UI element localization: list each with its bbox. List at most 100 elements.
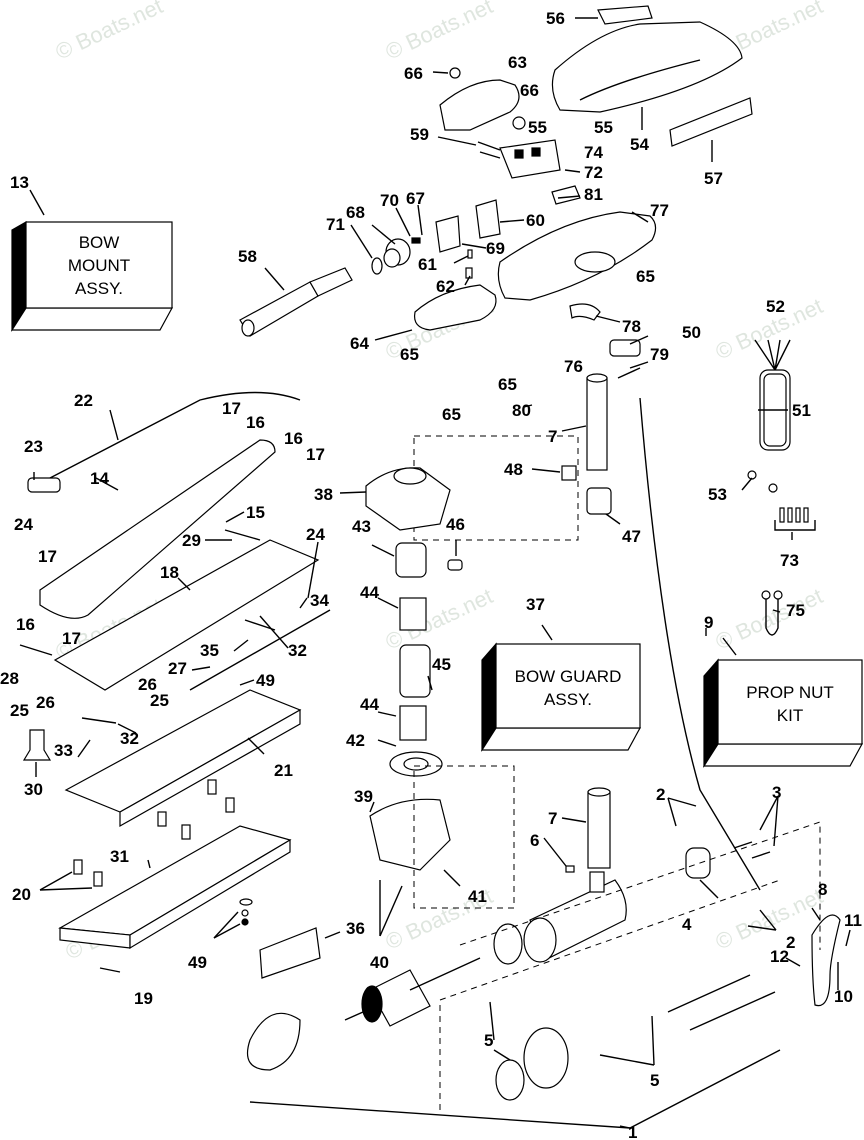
callout-label[interactable]: 57	[704, 169, 723, 188]
callout-label[interactable]: 65	[498, 375, 517, 394]
callout-label[interactable]: 22	[74, 391, 93, 410]
callout-label[interactable]: 7	[548, 427, 557, 446]
callout-label[interactable]: 32	[288, 641, 307, 660]
callout-label[interactable]: 42	[346, 731, 365, 750]
callout-label[interactable]: 72	[584, 163, 603, 182]
callout-label[interactable]: 68	[346, 203, 365, 222]
callout-label[interactable]: 44	[360, 695, 379, 714]
callout-label[interactable]: 26	[138, 675, 157, 694]
callout-label[interactable]: 16	[284, 429, 303, 448]
callout-label[interactable]: 34	[310, 591, 329, 610]
callout-label[interactable]: 60	[526, 211, 545, 230]
bow-mount-assy-box[interactable]: BOW MOUNT ASSY.	[10, 220, 174, 333]
callout-label[interactable]: 73	[780, 551, 799, 570]
callout-label[interactable]: 55	[594, 118, 613, 137]
callout-label[interactable]: 58	[238, 247, 257, 266]
callout-label[interactable]: 65	[442, 405, 461, 424]
callout-label[interactable]: 76	[564, 357, 583, 376]
callout-label[interactable]: 49	[188, 953, 207, 972]
callout-label[interactable]: 5	[484, 1031, 493, 1050]
callout-label[interactable]: 16	[246, 413, 265, 432]
callout-label[interactable]: 49	[256, 671, 275, 690]
callout-label[interactable]: 26	[36, 693, 55, 712]
callout-label[interactable]: 8	[818, 880, 827, 899]
callout-label[interactable]: 32	[120, 729, 139, 748]
callout-label[interactable]: 28	[0, 669, 19, 688]
callout-label[interactable]: 53	[708, 485, 727, 504]
callout-label[interactable]: 38	[314, 485, 333, 504]
callout-label[interactable]: 63	[508, 53, 527, 72]
callout-label[interactable]: 70	[380, 191, 399, 210]
callout-label[interactable]: 7	[548, 809, 557, 828]
callout-label[interactable]: 30	[24, 780, 43, 799]
callout-label[interactable]: 54	[630, 135, 649, 154]
callout-label[interactable]: 81	[584, 185, 603, 204]
bow-guard-assy-box[interactable]: BOW GUARD ASSY.	[480, 642, 642, 753]
callout-label[interactable]: 21	[274, 761, 293, 780]
callout-label[interactable]: 77	[650, 201, 669, 220]
callout-label[interactable]: 3	[772, 783, 781, 802]
callout-label[interactable]: 55	[528, 118, 547, 137]
callout-label[interactable]: 24	[14, 515, 33, 534]
callout-label[interactable]: 74	[584, 143, 603, 162]
callout-label[interactable]: 11	[844, 911, 862, 930]
callout-label[interactable]: 44	[360, 583, 379, 602]
callout-label[interactable]: 43	[352, 517, 371, 536]
callout-label[interactable]: 40	[370, 953, 389, 972]
callout-label[interactable]: 24	[306, 525, 325, 544]
callout-label[interactable]: 17	[38, 547, 57, 566]
callout-label[interactable]: 29	[182, 531, 201, 550]
callout-label[interactable]: 20	[12, 885, 31, 904]
callout-label[interactable]: 15	[246, 503, 265, 522]
callout-label[interactable]: 50	[682, 323, 701, 342]
callout-label[interactable]: 66	[520, 81, 539, 100]
callout-label[interactable]: 39	[354, 787, 373, 806]
callout-label[interactable]: 9	[704, 613, 713, 632]
callout-label[interactable]: 56	[546, 9, 565, 28]
callout-label[interactable]: 1	[628, 1123, 637, 1140]
callout-label[interactable]: 69	[486, 239, 505, 258]
callout-label[interactable]: 18	[160, 563, 179, 582]
callout-label[interactable]: 41	[468, 887, 487, 906]
callout-label[interactable]: 64	[350, 334, 369, 353]
callout-label[interactable]: 67	[406, 189, 425, 208]
callout-label[interactable]: 71	[326, 215, 345, 234]
callout-label[interactable]: 52	[766, 297, 785, 316]
callout-label[interactable]: 4	[682, 915, 692, 934]
prop-nut-kit-box[interactable]: PROP NUT KIT	[702, 658, 864, 769]
callout-label[interactable]: 33	[54, 741, 73, 760]
callout-label[interactable]: 61	[418, 255, 437, 274]
callout-label[interactable]: 62	[436, 277, 455, 296]
callout-label[interactable]: 5	[650, 1071, 659, 1090]
callout-label[interactable]: 16	[16, 615, 35, 634]
callout-label[interactable]: 27	[168, 659, 187, 678]
callout-label[interactable]: 66	[404, 64, 423, 83]
callout-label[interactable]: 51	[792, 401, 811, 420]
callout-label[interactable]: 19	[134, 989, 153, 1008]
callout-label[interactable]: 25	[10, 701, 29, 720]
callout-label[interactable]: 80	[512, 401, 531, 420]
callout-label[interactable]: 25	[150, 691, 169, 710]
callout-label[interactable]: 10	[834, 987, 853, 1006]
callout-label[interactable]: 46	[446, 515, 465, 534]
callout-label[interactable]: 45	[432, 655, 451, 674]
callout-label[interactable]: 37	[526, 595, 545, 614]
callout-label[interactable]: 65	[636, 267, 655, 286]
callout-label[interactable]: 14	[90, 469, 109, 488]
callout-label[interactable]: 75	[786, 601, 805, 620]
callout-label[interactable]: 59	[410, 125, 429, 144]
callout-label[interactable]: 78	[622, 317, 641, 336]
callout-label[interactable]: 48	[504, 460, 523, 479]
callout-label[interactable]: 12	[770, 947, 789, 966]
callout-label[interactable]: 17	[306, 445, 325, 464]
callout-label[interactable]: 2	[656, 785, 665, 804]
callout-label[interactable]: 35	[200, 641, 219, 660]
callout-label[interactable]: 23	[24, 437, 43, 456]
callout-label[interactable]: 47	[622, 527, 641, 546]
callout-label[interactable]: 65	[400, 345, 419, 364]
callout-label[interactable]: 13	[10, 173, 29, 192]
callout-label[interactable]: 17	[222, 399, 241, 418]
callout-label[interactable]: 6	[530, 831, 539, 850]
callout-label[interactable]: 31	[110, 847, 129, 866]
callout-label[interactable]: 79	[650, 345, 669, 364]
